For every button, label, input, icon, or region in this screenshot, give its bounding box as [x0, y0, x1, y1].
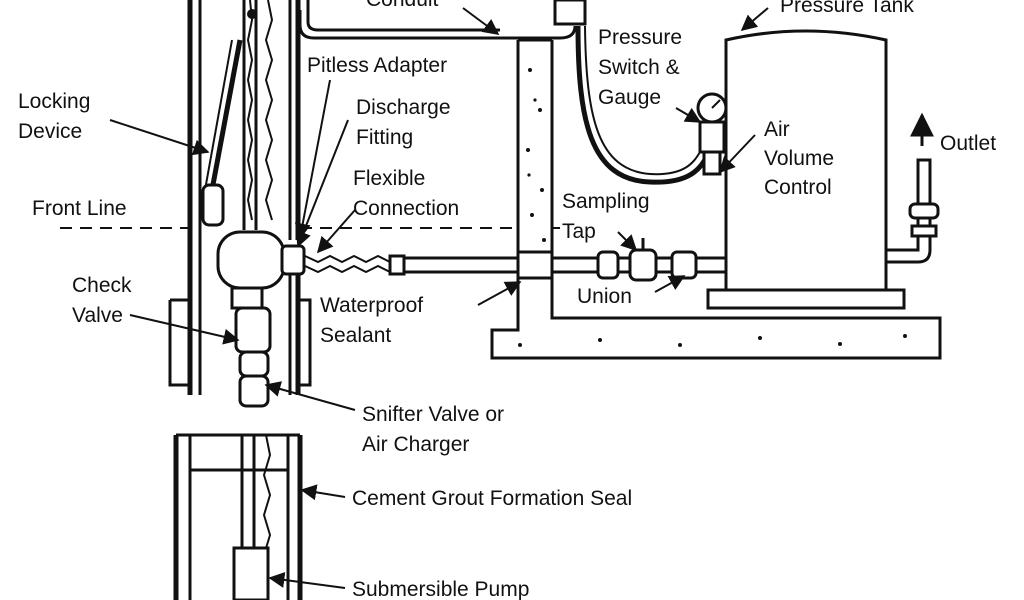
label-air-volume-1: Air [764, 118, 790, 141]
label-air-volume-2: Volume [764, 147, 834, 170]
label-sampling-tap-1: Sampling [562, 190, 650, 213]
label-cement-grout: Cement Grout Formation Seal [352, 487, 632, 510]
label-locking-device-2: Device [18, 120, 82, 143]
label-discharge-fitting-2: Fitting [356, 126, 413, 149]
locking-device-rod [201, 39, 243, 227]
label-pressure-switch-2: Switch & [598, 56, 680, 79]
label-check-valve-1: Check [72, 274, 132, 297]
label-flexible-connection-2: Connection [353, 197, 459, 220]
label-pressure-switch-3: Gauge [598, 86, 661, 109]
label-front-line: Front Line [32, 197, 127, 220]
pressure-switch-hose [575, 25, 709, 185]
label-union: Union [577, 285, 632, 308]
label-sampling-tap-2: Tap [562, 220, 596, 243]
label-waterproof-sealant-2: Sealant [320, 324, 391, 347]
leader-lines [109, 7, 769, 589]
label-check-valve-2: Valve [72, 304, 123, 327]
pitless-adapter [216, 230, 306, 310]
label-snifter-valve-2: Air Charger [362, 433, 469, 456]
label-waterproof-sealant-1: Waterproof [320, 294, 423, 317]
label-discharge-fitting-1: Discharge [356, 96, 451, 119]
well-casing-lower [173, 433, 303, 600]
label-locking-device-1: Locking [18, 90, 90, 113]
outlet-pipe [884, 112, 940, 264]
discharge-line [304, 238, 726, 282]
drop-pipe-upper [242, 0, 274, 230]
label-flexible-connection-1: Flexible [353, 167, 425, 190]
label-submersible-pump: Submersible Pump [352, 578, 529, 600]
check-valve [234, 306, 272, 408]
label-conduit: Conduit [366, 0, 439, 11]
label-pressure-tank: Pressure Tank [780, 0, 914, 17]
label-air-volume-3: Control [764, 176, 832, 199]
label-pitless-adapter: Pitless Adapter [307, 54, 447, 77]
label-outlet: Outlet [940, 132, 996, 155]
ground-left [168, 298, 312, 387]
label-snifter-valve-1: Snifter Valve or [362, 403, 504, 426]
pressure-tank [706, 29, 906, 310]
label-pressure-switch-1: Pressure [598, 26, 682, 49]
conduit [298, 0, 587, 40]
